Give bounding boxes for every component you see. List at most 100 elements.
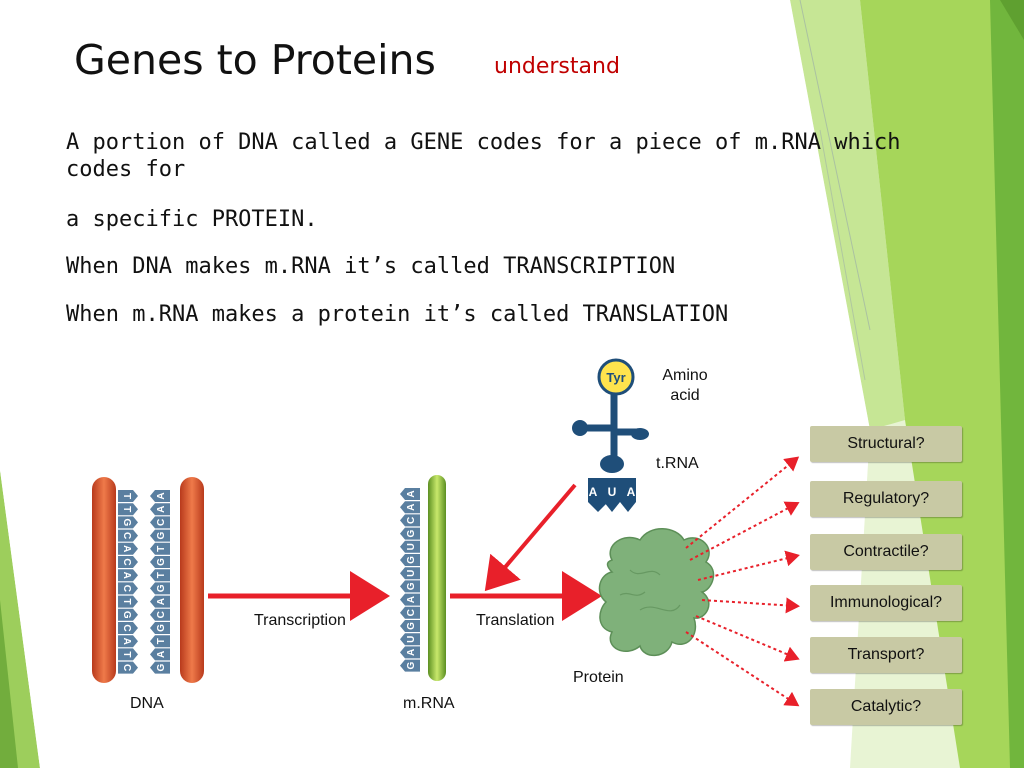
left-dark-green-shape (0, 600, 18, 768)
anticodon-base-3: A (627, 485, 636, 499)
dna-left-base: C (118, 529, 138, 542)
dna-left-base-letter: C (121, 664, 132, 671)
corner-shape (1000, 0, 1024, 40)
dna-right-base-letter: G (156, 663, 167, 671)
mrna-base-letter: U (406, 636, 417, 643)
trna-arrow (484, 483, 577, 592)
mrna-base: A (400, 593, 420, 606)
translation-label: Translation (476, 612, 555, 629)
mrna-base: U (400, 540, 420, 553)
dna-left-base: T (118, 490, 138, 502)
role-box-immunological: Immunological? (810, 585, 962, 621)
mrna-base: G (400, 554, 420, 566)
dna-right-base: G (150, 556, 170, 568)
trna-molecule: Tyr A U A (572, 358, 649, 512)
mrna-base-letter: A (406, 504, 417, 511)
role-box-contractile: Contractile? (810, 534, 962, 570)
dna-left-base: C (118, 582, 138, 595)
tyr-label: Tyr (606, 370, 625, 385)
dna-label: DNA (130, 695, 164, 712)
dna-left-base-letter: A (121, 545, 132, 552)
mrna-backbone (428, 475, 446, 681)
mrna-base: C (400, 514, 420, 527)
dna-left-base-letter: A (121, 572, 132, 579)
mrna-base: U (400, 567, 420, 580)
dna-left-base: C (118, 661, 138, 674)
mrna-base-letter: U (406, 570, 417, 577)
role-arrow-catalytic (685, 631, 800, 707)
dna-left-base: T (118, 648, 138, 661)
dna-right-base: A (150, 490, 170, 502)
mrna-base-letter: U (406, 543, 417, 550)
mrna-base-letter: G (406, 622, 417, 630)
dna-right-base: G (150, 661, 170, 674)
dna-right-base-letter: A (156, 598, 167, 605)
dna-left-base: G (118, 516, 138, 529)
dna-right-base-letter: G (156, 584, 167, 592)
dna-left-base: G (118, 608, 138, 621)
dna-right-base: T (150, 542, 170, 555)
dna-left-base-letter: T (121, 651, 132, 657)
dna-left-base: C (118, 622, 138, 634)
dna-right-base: A (150, 648, 170, 661)
mrna-base-letter: G (406, 661, 417, 669)
dna-right-base-letter: A (156, 506, 167, 513)
dna-left-base-letter: C (121, 624, 132, 631)
dna-left-base-letter: C (121, 558, 132, 565)
mrna-base: U (400, 633, 420, 646)
mrna-base: A (400, 501, 420, 514)
anticodon-base-1: A (589, 485, 598, 499)
dna-right-base: A (150, 595, 170, 608)
amino-acid-label: Amino acid (650, 366, 720, 406)
dna-left-base: A (118, 635, 138, 648)
dna-right-base: G (150, 529, 170, 542)
mrna-base: G (400, 620, 420, 632)
dna-right-base: A (150, 503, 170, 516)
dna-right-base: C (150, 608, 170, 621)
mrna-base: C (400, 606, 420, 619)
dna-right-base-letter: G (156, 558, 167, 566)
dna-right-base: G (150, 582, 170, 595)
mrna-base: G (400, 527, 420, 540)
right-mid-shape (790, 0, 905, 430)
dna-right-base-letter: G (156, 531, 167, 539)
dna-right-base: C (150, 516, 170, 529)
dna-left-base: T (118, 595, 138, 608)
protein-shape (598, 528, 715, 656)
dna-left-base-letter: T (121, 493, 132, 499)
dna-left-base: C (118, 556, 138, 568)
mrna-base-letter: C (406, 517, 417, 524)
role-arrow-immunological (701, 597, 800, 614)
dna-left-base-letter: G (121, 519, 132, 527)
mrna-base: G (400, 659, 420, 672)
role-arrow-contractile (697, 550, 800, 581)
right-green-shape (860, 0, 1024, 768)
dna-right-base: T (150, 569, 170, 582)
dna-right-backbone (180, 477, 204, 683)
amino-label-line-1: Amino (662, 367, 708, 384)
dna-left-backbone (92, 477, 116, 683)
dna-right-base: G (150, 622, 170, 634)
mrna-base-letter: G (406, 582, 417, 590)
dna-left-base-letter: T (121, 506, 132, 512)
body-line-3: a specific PROTEIN. (66, 207, 318, 232)
mrna-base-letter: G (406, 529, 417, 537)
body-line-5: When m.RNA makes a protein it’s called T… (66, 302, 729, 327)
mrna-base: A (400, 646, 420, 659)
role-arrow-structural (685, 456, 800, 549)
role-box-transport: Transport? (810, 637, 962, 673)
dna-right-base: T (150, 635, 170, 648)
dna-right-base-letter: C (156, 519, 167, 526)
mrna-base-letter: A (406, 649, 417, 656)
dna-left-base-letter: C (121, 532, 132, 539)
dna-right-base-letter: T (156, 638, 167, 644)
body-line-4: When DNA makes m.RNA it’s called TRANSCR… (66, 254, 676, 279)
dna-right-base-letter: T (156, 546, 167, 552)
role-arrow-regulatory (689, 501, 800, 561)
mrna-base-letter: G (406, 556, 417, 564)
dna-right-base-letter: G (156, 624, 167, 632)
